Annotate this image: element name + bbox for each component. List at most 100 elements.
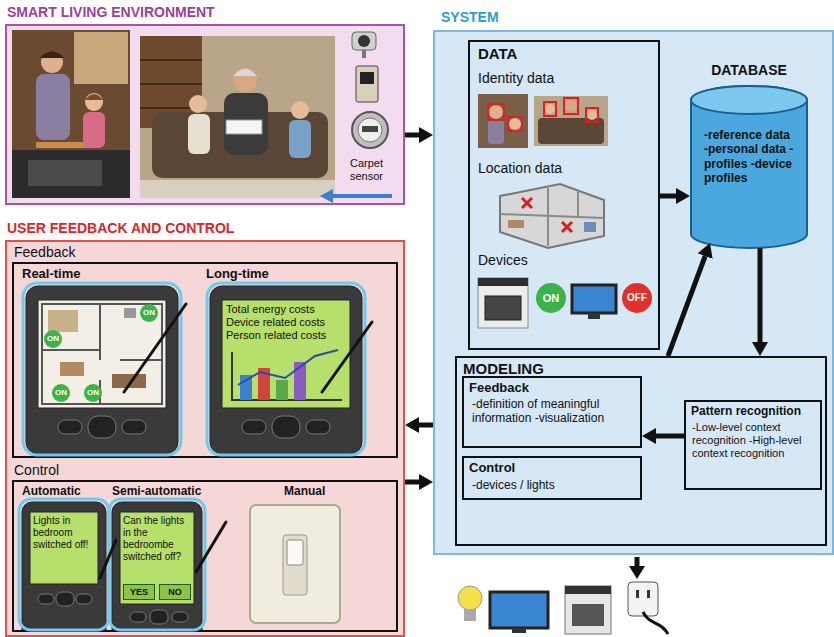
node-heading: Feedback [14, 244, 75, 261]
carpet-sensor-arrow [332, 194, 392, 198]
realtime-screen [48, 310, 78, 332]
identity-photos [488, 104, 504, 120]
environment-panel: SMART LIVING ENVIRONMENT [5, 24, 405, 205]
identity-photos [565, 100, 577, 112]
phone-buttons [38, 594, 54, 604]
kitchen-photo [36, 142, 100, 148]
node-heading: DATA [478, 45, 517, 63]
status-dot: ON [140, 304, 158, 322]
node-text: -devices / lights [472, 478, 632, 492]
identity-photos [545, 104, 555, 114]
node-text: Semi-automatic [112, 484, 201, 498]
tv-device-icon [490, 592, 548, 628]
location-floor-plan [562, 222, 572, 232]
kitchen-photo [28, 160, 102, 186]
phone-buttons [56, 592, 74, 606]
light-switch [250, 505, 340, 623]
node-text: Identity data [478, 70, 554, 87]
identity-photos [587, 110, 597, 120]
data-box: DATAIdentity dataLocation dataDevicesONO… [468, 40, 660, 350]
node-text: Real-time [22, 266, 81, 282]
kitchen-photo [12, 150, 130, 198]
cost-chart [276, 380, 288, 400]
living-room-photo [289, 120, 311, 158]
process-box: Feedback-definition of meaningful inform… [462, 376, 642, 448]
node-text: Location data [478, 160, 562, 177]
living-room-photo [226, 120, 262, 134]
node-text: Long-time [206, 266, 269, 282]
stove-icon [478, 278, 528, 328]
identity-photos [509, 118, 521, 130]
tv-icon [572, 285, 616, 319]
living-room-photo [152, 112, 328, 178]
location-floor-plan [500, 188, 604, 246]
node-heading: OFF [622, 283, 652, 313]
node-heading: SMART LIVING ENVIRONMENT [7, 4, 215, 21]
identity-photos [478, 94, 528, 148]
phone-screen: Can the lights in the bedroombe switched… [120, 512, 194, 604]
database-cylinder: DATABASE-reference data -personal data -… [690, 84, 808, 248]
living-room-photo [140, 36, 335, 198]
stove-device-icon [565, 586, 611, 634]
living-room-photo [140, 36, 202, 128]
identity-photos [538, 118, 604, 144]
bulb-icon [458, 586, 482, 610]
identity-photos [544, 102, 556, 116]
phone-buttons [242, 420, 266, 434]
identity-photos [534, 96, 608, 146]
database-cylinder [691, 86, 807, 248]
realtime-screen [112, 374, 146, 388]
phone-body [112, 502, 202, 630]
stylus [196, 522, 226, 572]
node-heading: Can the lights in the bedroombe switched… [123, 515, 191, 563]
bulb-icon [464, 609, 476, 621]
cost-chart [232, 350, 342, 400]
identity-photos [488, 120, 504, 144]
node-heading: Pattern recognition [691, 404, 817, 418]
phone-buttons [306, 420, 330, 434]
node-heading: NO [160, 585, 190, 599]
status-on-circle: ON [536, 283, 566, 313]
device-arrow [629, 566, 645, 579]
system-panel: SYSTEMDATAIdentity dataLocation dataDevi… [433, 30, 834, 555]
cost-chart [232, 352, 342, 400]
light-switch [287, 540, 303, 565]
phone-glow [109, 499, 205, 630]
living-room-photo [140, 180, 335, 198]
meter-icon [352, 112, 388, 148]
stove-device-icon [565, 586, 611, 594]
phone-body [22, 286, 362, 630]
stove-device-icon [565, 586, 611, 634]
thermostat-icon [356, 66, 378, 102]
phone-buttons [122, 420, 146, 434]
thermostat-icon [356, 66, 378, 102]
realtime-screen [38, 300, 166, 408]
realtime-screen [38, 300, 166, 408]
phone-screen: Lights in bedroom switched off! [30, 512, 98, 584]
phone-buttons [38, 416, 330, 624]
sensor-label: Carpet sensor [350, 157, 398, 183]
node-heading: DATABASE [690, 62, 808, 79]
node-heading: MODELING [463, 360, 544, 378]
kitchen-photo [41, 51, 63, 73]
phone-glow [19, 499, 109, 630]
stove-icon [485, 296, 521, 320]
living-room-photo [233, 68, 257, 92]
stylus [322, 322, 372, 392]
flow-arrow [419, 423, 433, 428]
flow-arrow [758, 248, 763, 342]
realtime-screen [42, 304, 162, 404]
camera-icon [352, 32, 376, 58]
node-text: Manual [284, 484, 325, 498]
phone-buttons [272, 416, 300, 438]
stylus [100, 304, 372, 578]
node-text: Automatic [22, 484, 81, 498]
cost-chart [294, 362, 306, 400]
kitchen-photo [85, 93, 103, 111]
living-room-photo [140, 60, 202, 108]
node-text: -reference data -personal data -profiles… [704, 128, 794, 186]
phone-buttons [150, 610, 168, 624]
node-heading: ON [536, 283, 566, 313]
flow-arrow [660, 194, 676, 199]
